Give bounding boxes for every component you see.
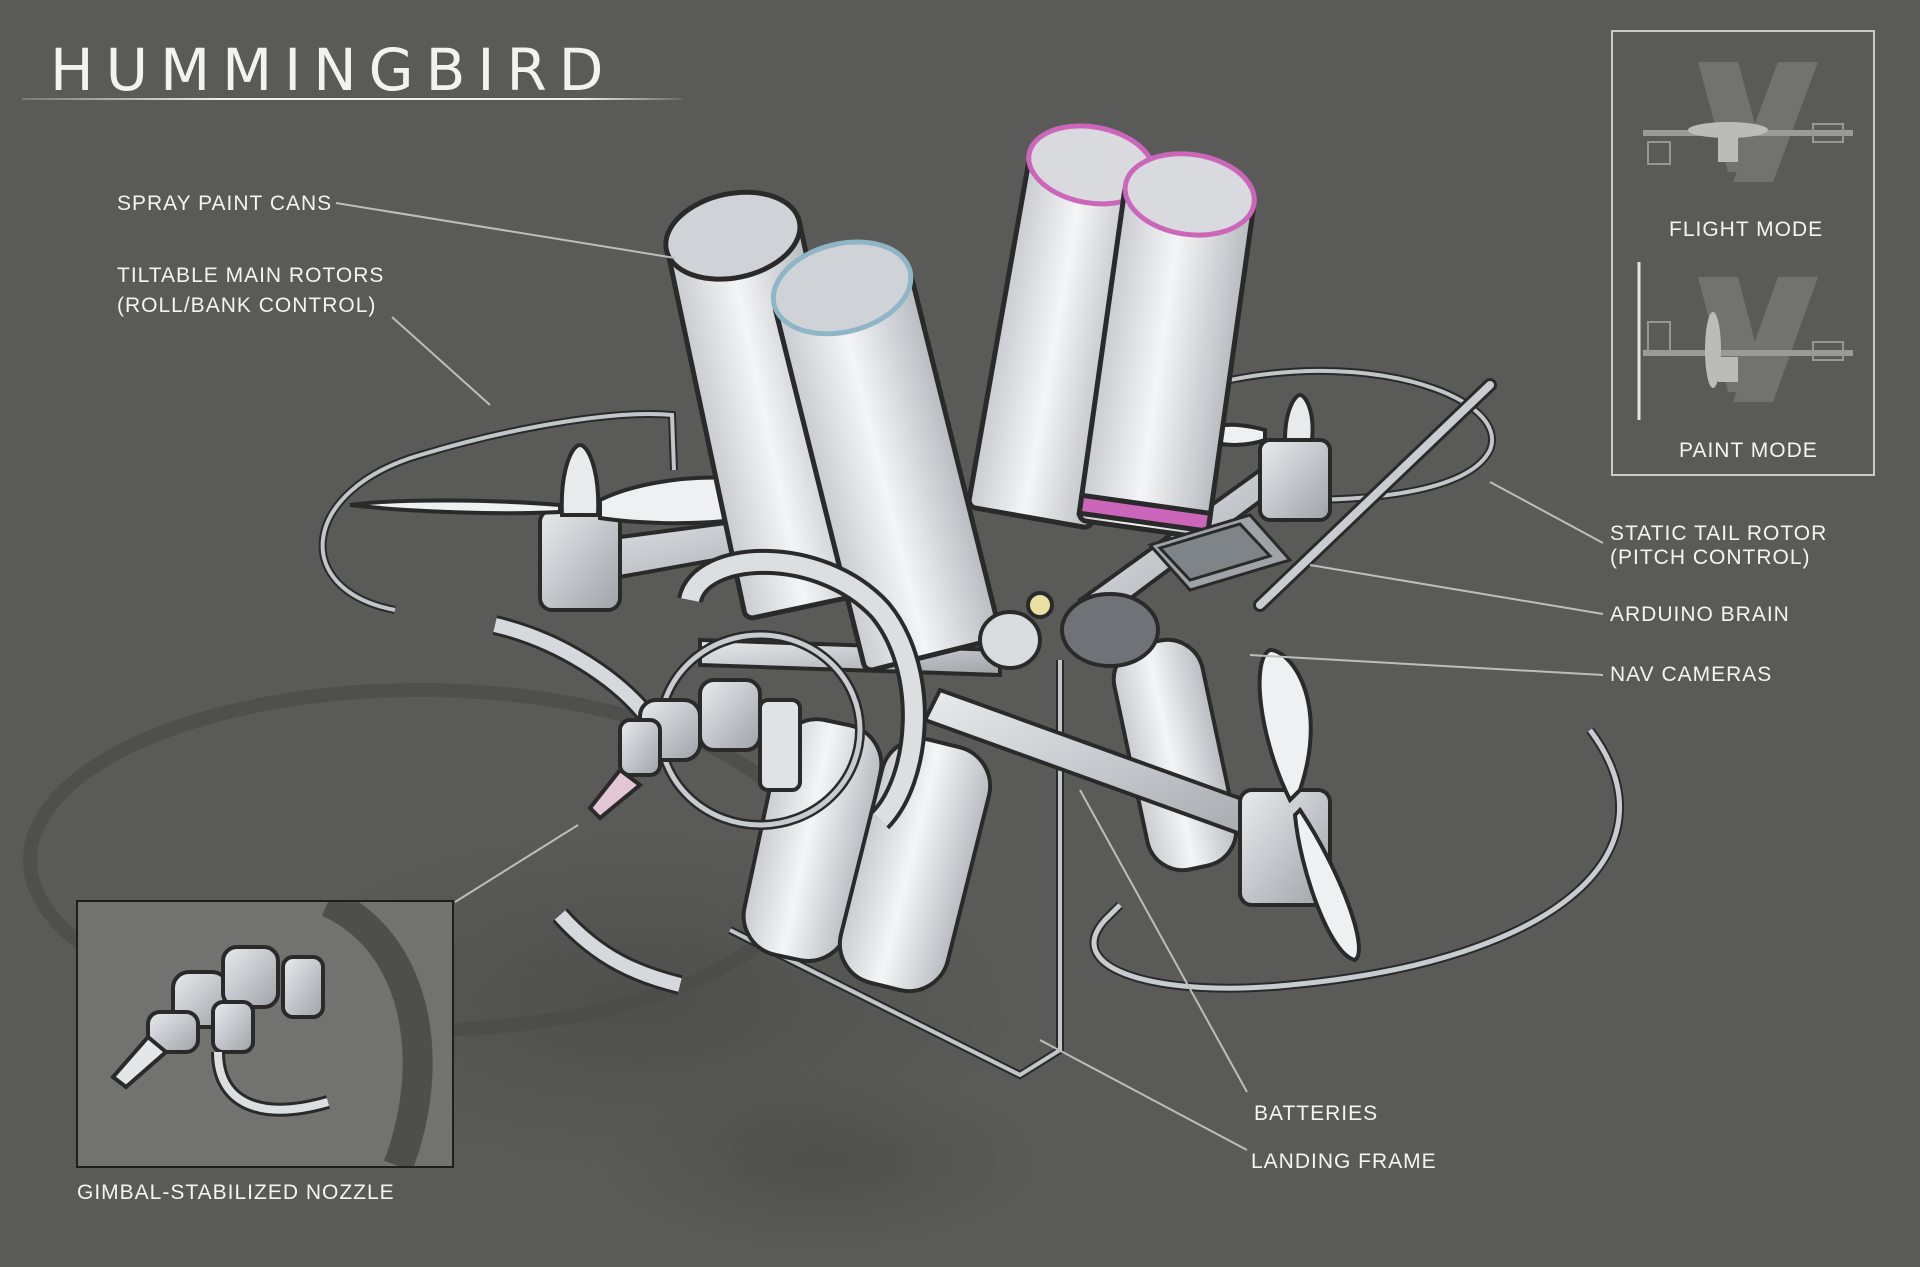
label-flight-mode: FLIGHT MODE [1669,218,1824,241]
nozzle-inset-illustration [78,902,452,1166]
label-gimbal-stabilized-nozzle: GIMBAL-STABILIZED NOZZLE [77,1181,395,1204]
flight-mode-diagram [1643,62,1853,182]
rotor-guard-left-inner [320,412,676,612]
rotor-guard-front [1089,727,1624,993]
antenna [1253,378,1497,612]
spray-paint-cans [663,123,1257,673]
label-landing-frame: LANDING FRAME [1251,1150,1437,1173]
page-title: HUMMINGBIRD [50,36,616,104]
nav-cameras [978,591,1160,670]
label-spray-paint-cans: SPRAY PAINT CANS [117,192,333,215]
nozzle-inset-panel [76,900,454,1168]
label-arduino-brain: ARDUINO BRAIN [1610,603,1790,626]
arduino-brain [1147,513,1293,592]
paint-mode-diagram [1643,277,1853,402]
nozzle-body [587,678,802,821]
leader-lines [335,202,1604,1151]
label-batteries: BATTERIES [1254,1102,1379,1125]
title-underline [22,98,682,100]
label-nav-cameras: NAV CAMERAS [1610,663,1773,686]
landing-frame [492,615,1064,1080]
label-paint-mode: PAINT MODE [1679,439,1818,462]
mode-diagrams [1637,62,1853,420]
mode-panel: FLIGHT MODE PAINT MODE [1611,30,1875,476]
label-static-tail-rotor: STATIC TAIL ROTOR (PITCH CONTROL) [1610,522,1828,569]
label-tiltable-main-rotors: TILTABLE MAIN ROTORS (ROLL/BANK CONTROL) [117,264,385,317]
